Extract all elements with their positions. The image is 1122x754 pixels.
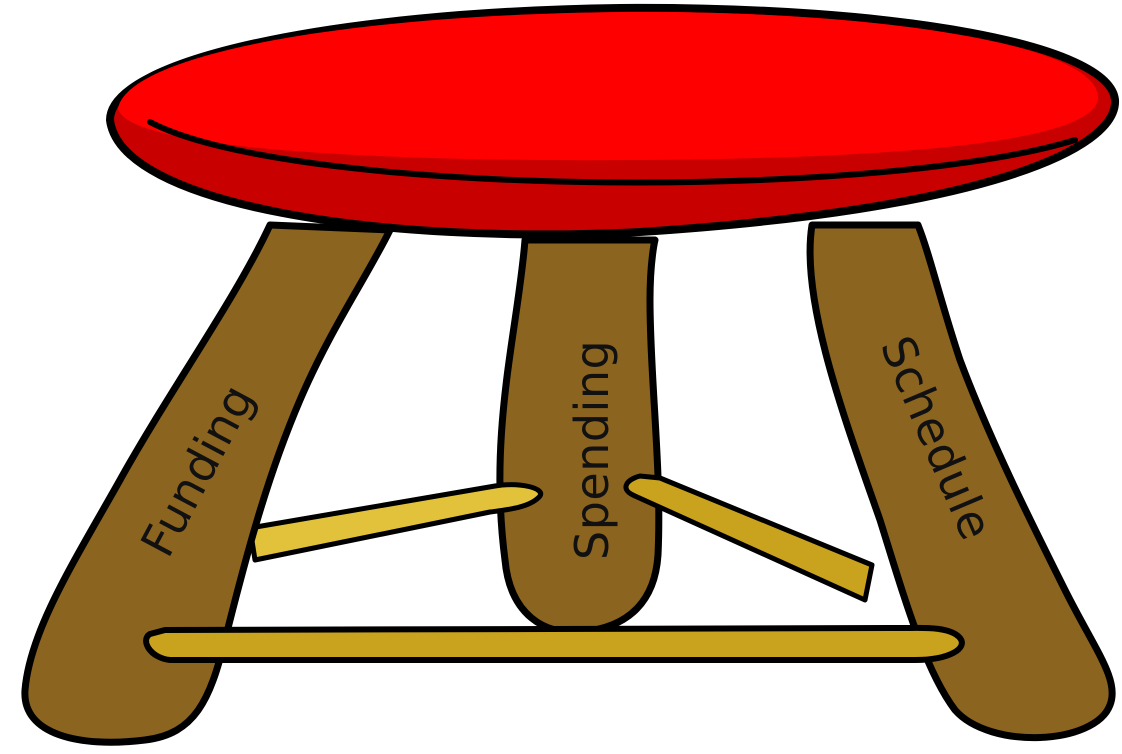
stool-seat bbox=[110, 8, 1115, 234]
upper-rung-right bbox=[626, 476, 872, 600]
upper-rung-left bbox=[250, 485, 541, 560]
bottom-rung bbox=[146, 628, 962, 660]
spending-label: Spending bbox=[565, 340, 619, 560]
